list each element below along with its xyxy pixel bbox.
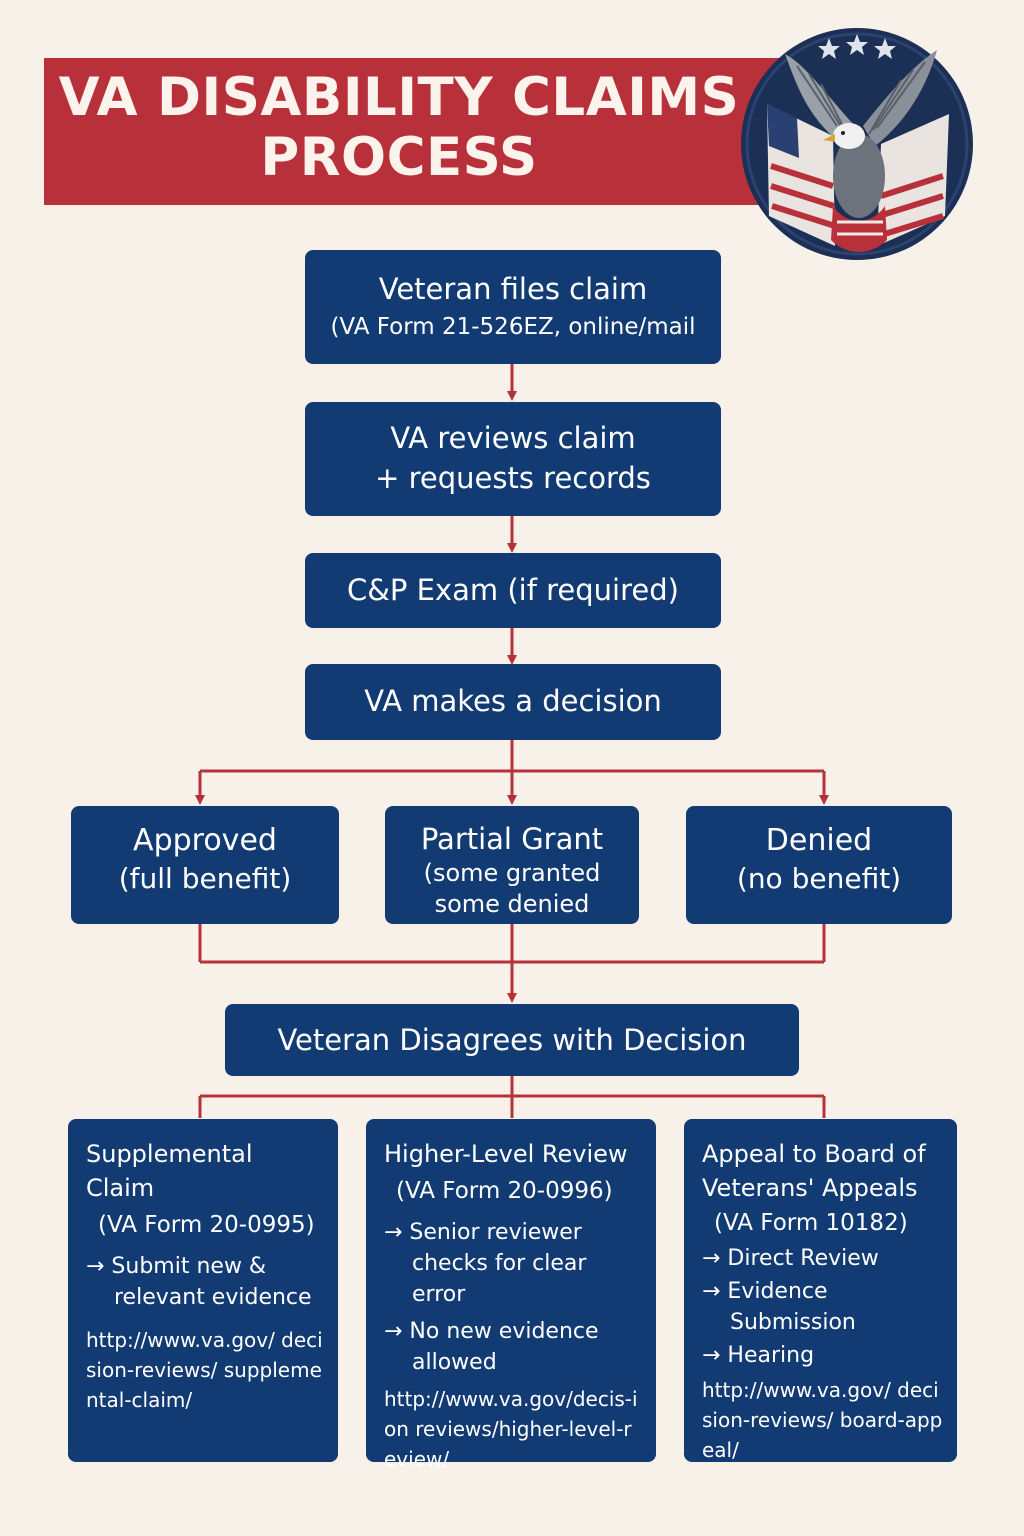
option-higher-level-review-form: (VA Form 20-0996)	[396, 1178, 613, 1204]
option-supplemental-claim-title: Supplemental Claim	[86, 1140, 253, 1202]
outcome-partial-grant-detail: (some granted some denied	[423, 859, 601, 918]
step-file-claim-title: Veteran files claim	[378, 272, 648, 306]
option-supplemental-claim: Supplemental Claim (VA Form 20-0995) → S…	[68, 1119, 338, 1462]
step-file-claim-detail: (VA Form 21-526EZ, online/mail	[330, 314, 696, 340]
option-board-appeal-bullet: → Direct Review	[702, 1246, 879, 1271]
eagle-flag-emblem-icon	[741, 28, 973, 260]
step-decision-title: VA makes a decision	[364, 684, 662, 718]
option-board-appeal-form: (VA Form 10182)	[714, 1210, 908, 1236]
outcome-approved: Approved (full benefit)	[71, 806, 339, 924]
step-cp-exam: C&P Exam (if required)	[305, 553, 721, 628]
outcome-denied-title: Denied	[765, 823, 873, 858]
option-supplemental-claim-form: (VA Form 20-0995)	[98, 1212, 315, 1238]
option-board-appeal-link[interactable]: http://www.va.gov/ decision-reviews/ boa…	[702, 1378, 943, 1462]
step-decision: VA makes a decision	[305, 664, 721, 740]
outcome-denied: Denied (no benefit)	[686, 806, 952, 924]
page-title: VA DISABILITY CLAIMS PROCESS	[58, 67, 740, 188]
outcome-denied-detail: (no benefit)	[736, 862, 902, 895]
option-higher-level-review-bullet: → No new evidence allowed	[384, 1319, 599, 1375]
title-banner	[44, 58, 784, 205]
veteran-disagrees-box: Veteran Disagrees with Decision	[225, 1004, 799, 1076]
step-review-claim-detail: + requests records	[375, 461, 651, 495]
veteran-disagrees-label: Veteran Disagrees with Decision	[277, 1023, 747, 1057]
option-supplemental-claim-link[interactable]: http://www.va.gov/ decision-reviews/ sup…	[86, 1328, 323, 1412]
option-board-appeal-bullet: → Evidence Submission	[702, 1279, 856, 1335]
option-higher-level-review-bullet: → Senior reviewer checks for clear error	[384, 1220, 587, 1307]
step-cp-exam-title: C&P Exam (if required)	[347, 573, 679, 607]
option-higher-level-review-title: Higher-Level Review	[384, 1140, 628, 1168]
step-file-claim: Veteran files claim (VA Form 21-526EZ, o…	[305, 250, 721, 364]
option-higher-level-review: Higher-Level Review (VA Form 20-0996) → …	[366, 1119, 656, 1471]
outcome-partial-grant-title: Partial Grant	[420, 822, 604, 856]
option-supplemental-claim-bullet: → Submit new & relevant evidence	[86, 1254, 312, 1310]
option-board-appeal-bullet: → Hearing	[702, 1343, 815, 1368]
option-board-appeal: Appeal to Board of Veterans' Appeals (VA…	[684, 1119, 957, 1462]
step-review-claim-title: VA reviews claim	[390, 421, 636, 455]
option-board-appeal-title: Appeal to Board of Veterans' Appeals	[702, 1140, 926, 1202]
option-higher-level-review-link[interactable]: http://www.va.gov/decis-ion reviews/high…	[384, 1387, 638, 1471]
step-review-claim: VA reviews claim + requests records	[305, 402, 721, 516]
outcome-partial-grant: Partial Grant (some granted some denied	[385, 806, 639, 924]
outcome-approved-detail: (full benefit)	[118, 862, 292, 895]
outcome-approved-title: Approved	[133, 823, 277, 858]
